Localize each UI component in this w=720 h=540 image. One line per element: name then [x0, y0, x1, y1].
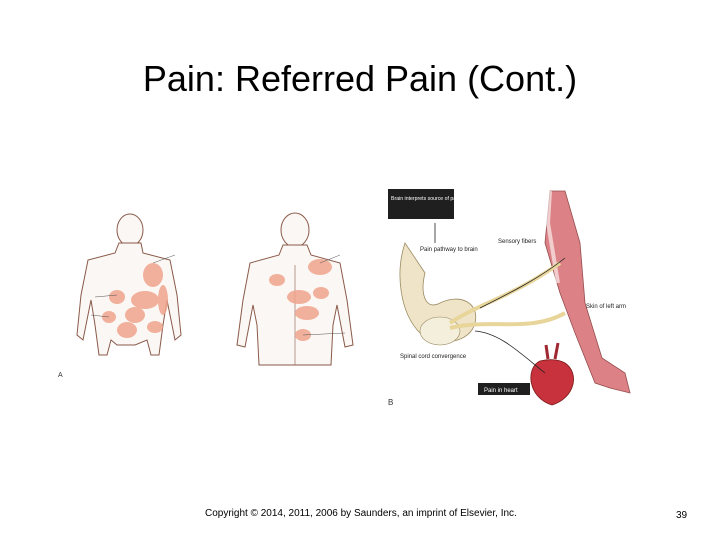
pathway-arrows — [434, 223, 566, 374]
leader-lines — [90, 254, 346, 336]
heart-illustration — [530, 342, 574, 406]
pathway-label: Pain pathway to brain — [420, 247, 478, 253]
left-arm-illustration — [544, 190, 631, 394]
panel-a-label: A — [58, 372, 63, 379]
skin-label: Skin of left arm — [586, 304, 626, 310]
body-diagram-svg: A — [58, 212, 354, 379]
brain-label: Brain interprets source of pain as left … — [391, 196, 486, 202]
heart-referred-pain-figure: Brain interprets source of pain as left … — [380, 183, 635, 418]
panel-b-label: B — [388, 398, 393, 407]
slide-title: Pain: Referred Pain (Cont.) — [142, 58, 578, 99]
sensory-label: Sensory fibers — [498, 239, 536, 245]
spinal-label: Spinal cord convergence — [400, 354, 467, 360]
page-number: 39 — [676, 510, 688, 521]
spinal-cord-illustration — [399, 242, 477, 346]
referred-pain-body-figure: A — [55, 205, 375, 385]
back-body — [236, 212, 354, 366]
figure-b-labels: Brain interprets source of pain as left … — [388, 189, 626, 407]
nerve-fibers — [448, 261, 566, 330]
heart-label: Pain in heart — [484, 388, 518, 394]
heart-diagram-svg: Brain interprets source of pain as left … — [388, 189, 631, 407]
copyright-footer: Copyright © 2014, 2011, 2006 by Saunders… — [205, 508, 517, 519]
back-pain-areas — [269, 259, 332, 341]
